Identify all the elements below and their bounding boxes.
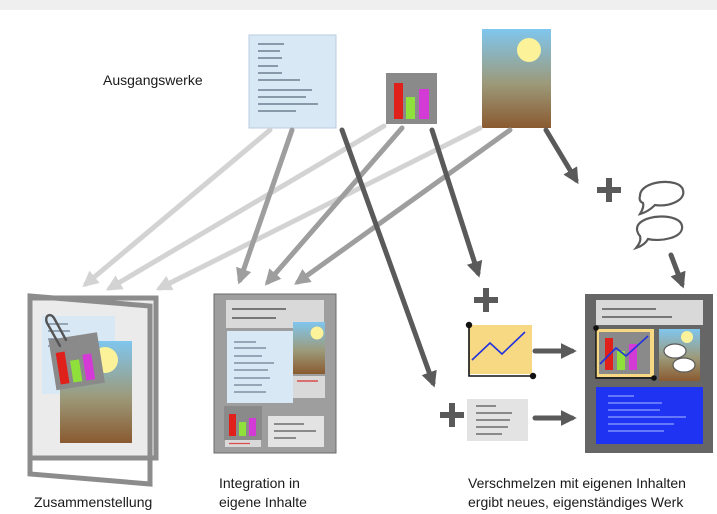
arrow-text-to-merge bbox=[339, 127, 437, 388]
integration-page bbox=[213, 293, 337, 454]
speech-bubble-icon bbox=[637, 180, 685, 216]
arrow-chart-to-merge bbox=[429, 127, 483, 278]
arrow-bubbles-to-merge bbox=[668, 252, 686, 289]
final-work bbox=[585, 294, 713, 453]
compilation-folder bbox=[27, 293, 159, 487]
own-text-panel bbox=[467, 399, 528, 441]
own-line-chart bbox=[465, 321, 537, 380]
arrow-chart-to-compilation bbox=[105, 123, 387, 291]
arrow-photo-to-merge bbox=[543, 127, 579, 185]
plus-icon bbox=[597, 178, 621, 202]
merge-label-line1: Verschmelzen mit eigenen Inhalten bbox=[468, 475, 686, 491]
source-text-document bbox=[248, 34, 337, 129]
integration-label-line2: eigene Inhalte bbox=[219, 494, 307, 510]
source-photo bbox=[482, 29, 551, 128]
integration-label-line1: Integration in bbox=[219, 475, 300, 491]
paperclip-icon bbox=[45, 313, 68, 348]
arrow-text-to-integration bbox=[236, 127, 295, 285]
source-works-label: Ausgangswerke bbox=[103, 72, 203, 88]
plus-icon bbox=[474, 288, 498, 312]
speech-bubble-icon bbox=[632, 215, 684, 251]
arrow-photo-to-integration bbox=[294, 127, 513, 285]
merge-label-line2: ergibt neues, eigenständiges Werk bbox=[468, 494, 684, 510]
plus-icon bbox=[440, 403, 464, 427]
compilation-label: Zusammenstellung bbox=[34, 494, 153, 510]
source-bar-chart bbox=[386, 73, 437, 124]
top-band bbox=[0, 0, 717, 10]
arrow-photo-to-compilation bbox=[155, 125, 483, 291]
arrow-chart-to-integration bbox=[264, 125, 405, 286]
arrow-text-to-compilation bbox=[82, 127, 273, 288]
